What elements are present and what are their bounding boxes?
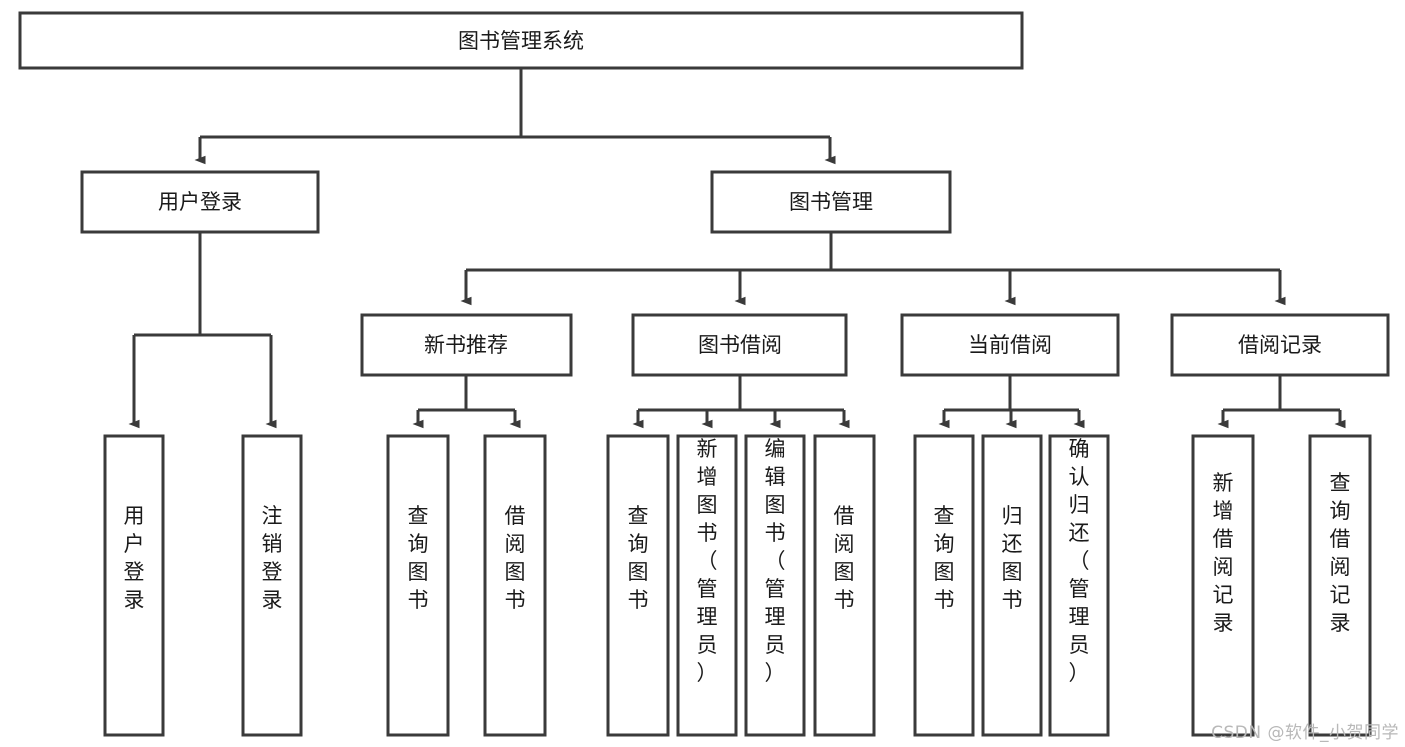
leaf-node-user-login[interactable]: 用户登录 [103,434,165,737]
leaf-box-query-book-2[interactable] [606,434,670,737]
new-book-recommend-label: 新书推荐 [424,333,508,357]
leaf-node-borrow-book-2[interactable]: 借阅图书 [813,434,876,737]
leaf-box-borrow-book-2[interactable] [813,434,876,737]
leaf-node-confirm-return-admin[interactable]: 确认归还（管理员） [1048,434,1110,737]
user-login-box[interactable] [80,170,320,234]
node-current-borrow[interactable]: 当前借阅 [900,313,1120,377]
leaf-box-user-login[interactable] [103,434,165,737]
leaf-label-borrow-book-2: 借阅图书 [834,504,855,612]
leaf-box-borrow-book-1[interactable] [483,434,547,737]
book-management-label: 图书管理 [789,190,873,214]
leaf-label-add-book-admin: 新增图书（管理员） [697,437,718,685]
connector-currentborrow-to-leaves [938,375,1085,429]
leaf-box-logout[interactable] [241,434,303,737]
leaf-node-add-book-admin[interactable]: 新增图书（管理员） [676,434,738,737]
connector-root-to-level2 [194,68,836,165]
leaf-label-query-book-2: 查询图书 [628,504,649,612]
leaf-box-confirm-return-admin[interactable] [1048,434,1110,737]
node-book-management[interactable]: 图书管理 [710,170,952,234]
leaf-box-edit-book-admin[interactable] [744,434,806,737]
leaf-node-query-book-2[interactable]: 查询图书 [606,434,670,737]
node-new-book-recommend[interactable]: 新书推荐 [360,313,573,377]
connector-borrowrecord-to-leaves [1217,375,1346,429]
leaf-label-query-book-3: 查询图书 [934,504,955,612]
leaf-node-borrow-book-1[interactable]: 借阅图书 [483,434,547,737]
new-book-recommend-box[interactable] [360,313,573,377]
connector-bookborrow-to-leaves [632,375,850,429]
leaf-box-return-book[interactable] [981,434,1043,737]
current-borrow-label: 当前借阅 [968,333,1052,357]
node-user-login[interactable]: 用户登录 [80,170,320,234]
leaf-box-query-book-1[interactable] [386,434,450,737]
leaf-label-query-borrow-record: 查询借阅记录 [1330,471,1351,635]
leaf-node-return-book[interactable]: 归还图书 [981,434,1043,737]
connector-bookmgmt-to-level3 [460,232,1286,306]
leaf-label-return-book: 归还图书 [1002,504,1023,612]
leaf-node-query-book-1[interactable]: 查询图书 [386,434,450,737]
leaf-label-edit-book-admin: 编辑图书（管理员） [765,437,786,685]
leaf-label-logout: 注销登录 [262,504,283,612]
leaf-box-add-book-admin[interactable] [676,434,738,737]
borrow-record-label: 借阅记录 [1238,333,1322,357]
leaf-label-query-book-1: 查询图书 [408,504,429,612]
root-box[interactable] [18,11,1024,70]
leaf-node-query-book-3[interactable]: 查询图书 [913,434,975,737]
csdn-watermark: CSDN @软件_小贺同学 [1211,723,1399,743]
connector-newbook-to-leaves [412,375,521,429]
current-borrow-box[interactable] [900,313,1120,377]
leaf-label-user-login: 用户登录 [124,504,145,612]
user-login-label: 用户登录 [158,190,242,214]
leaf-node-edit-book-admin[interactable]: 编辑图书（管理员） [744,434,806,737]
leaf-node-logout[interactable]: 注销登录 [241,434,303,737]
leaf-label-confirm-return-admin: 确认归还（管理员） [1069,437,1090,685]
leaf-label-add-borrow-record: 新增借阅记录 [1213,471,1234,635]
node-root[interactable]: 图书管理系统 [18,11,1024,70]
leaf-label-borrow-book-1: 借阅图书 [505,504,526,612]
leaf-box-query-borrow-record[interactable] [1308,434,1372,737]
leaf-box-add-borrow-record[interactable] [1191,434,1255,737]
leaf-box-query-book-3[interactable] [913,434,975,737]
leaf-node-query-borrow-record[interactable]: 查询借阅记录 [1308,434,1372,737]
node-book-borrow[interactable]: 图书借阅 [631,313,848,377]
leaf-node-add-borrow-record[interactable]: 新增借阅记录 [1191,434,1255,737]
book-borrow-label: 图书借阅 [698,333,782,357]
root-label: 图书管理系统 [458,29,584,53]
connector-userlogin-to-leaves [128,232,277,429]
node-borrow-record[interactable]: 借阅记录 [1170,313,1390,377]
